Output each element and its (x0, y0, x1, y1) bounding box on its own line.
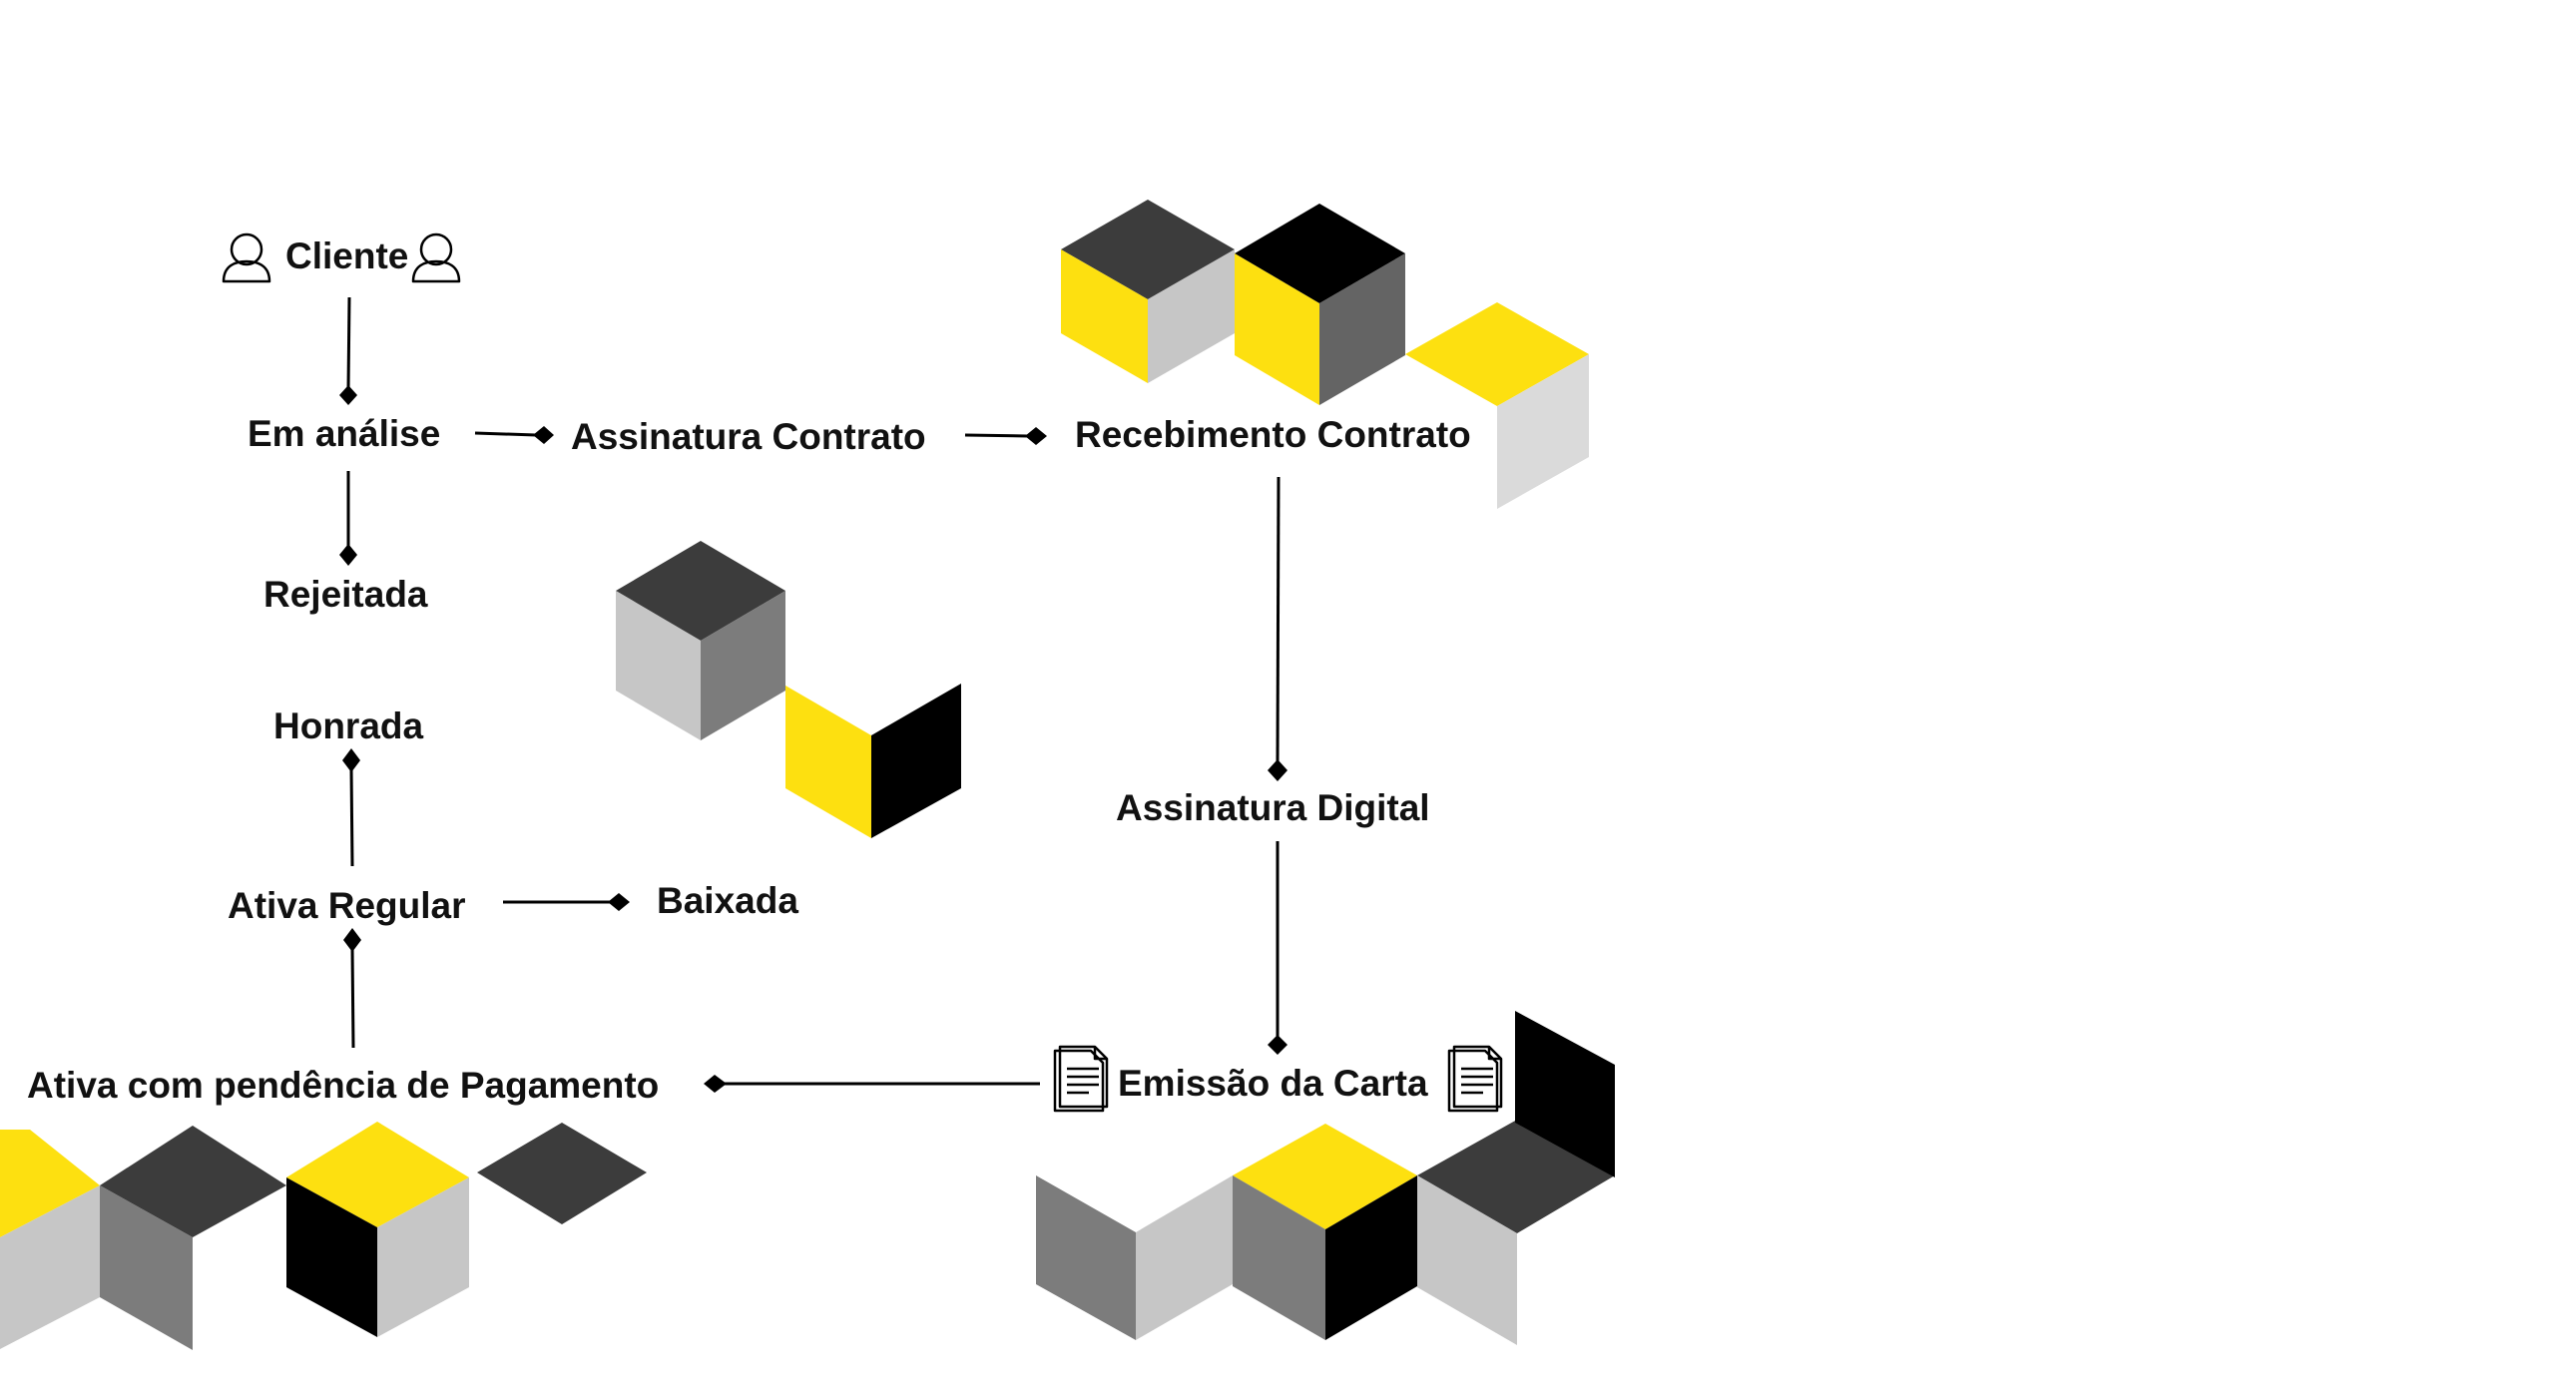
arrow-head (342, 748, 360, 772)
cube-face (1235, 253, 1319, 405)
node-recebimento-contrato: Recebimento Contrato (1075, 414, 1471, 455)
cube-cluster-top-right (1061, 200, 1589, 509)
node-rejeitada: Rejeitada (263, 574, 428, 615)
node-ativa-pendencia: Ativa com pendência de Pagamento (27, 1065, 659, 1106)
edge-pendencia-ativa-regular (350, 947, 355, 1049)
edge-ativa-regular-honrada (349, 767, 354, 867)
cube-face (100, 1185, 193, 1350)
node-emissao-carta: Emissão da Carta (1118, 1063, 1428, 1104)
cube-face (1148, 249, 1235, 383)
arrow-head (704, 1075, 727, 1093)
node-labels: Cliente Em análise Assinatura Contrato R… (27, 235, 1471, 1106)
user-icon (222, 233, 271, 283)
cube-face (0, 1130, 100, 1237)
cube-cluster-bottom-right (1036, 1011, 1615, 1345)
cube-face (1417, 1175, 1517, 1345)
node-cliente: Cliente (285, 235, 408, 276)
cube-face (1136, 1175, 1233, 1340)
cube-face (1319, 253, 1405, 405)
cube-face (1061, 249, 1148, 383)
node-ativa-regular: Ativa Regular (228, 885, 466, 926)
cube-cluster-middle (616, 541, 961, 838)
cube-face (1233, 1175, 1325, 1340)
connectors (339, 296, 1288, 1093)
cube-face (1497, 354, 1589, 509)
cube-face (377, 1177, 469, 1337)
cube-face (1233, 1124, 1417, 1229)
cube-face (1515, 1011, 1615, 1177)
edge-assinatura-recebimento (964, 433, 1029, 438)
cube-face (1036, 1175, 1136, 1340)
node-baixada: Baixada (657, 880, 798, 921)
document-icon (1447, 1045, 1503, 1113)
user-icon (411, 233, 461, 283)
cube-face (100, 1126, 286, 1237)
node-honrada: Honrada (273, 705, 424, 746)
node-em-analise: Em análise (248, 413, 440, 454)
arrow-head (608, 893, 630, 911)
cube-face (871, 684, 961, 838)
node-assinatura-contrato: Assinatura Contrato (571, 416, 926, 457)
cube-face (477, 1123, 647, 1224)
cube-face (1325, 1175, 1417, 1340)
arrow-head (1268, 1035, 1288, 1055)
cube-face (616, 591, 701, 740)
arrow-head (339, 544, 357, 566)
edge-recebimento-assinatura-digital (1276, 476, 1281, 763)
cube-face (785, 686, 871, 838)
cube-face (0, 1185, 100, 1349)
arrow-head (1025, 427, 1047, 445)
cube-face (701, 591, 785, 740)
arrow-head (1268, 759, 1288, 781)
document-icon (1053, 1045, 1109, 1113)
cube-face (286, 1122, 469, 1227)
cube-cluster-bottom-left (0, 1122, 647, 1350)
arrow-head (339, 385, 357, 405)
cube-face (1235, 204, 1405, 303)
edge-em-analise-assinatura-contrato (474, 431, 537, 437)
edge-cliente-em-analise (346, 296, 351, 390)
node-assinatura-digital: Assinatura Digital (1116, 787, 1430, 828)
cube-face (286, 1177, 377, 1337)
arrow-head (533, 426, 554, 444)
arrow-head (343, 928, 361, 952)
